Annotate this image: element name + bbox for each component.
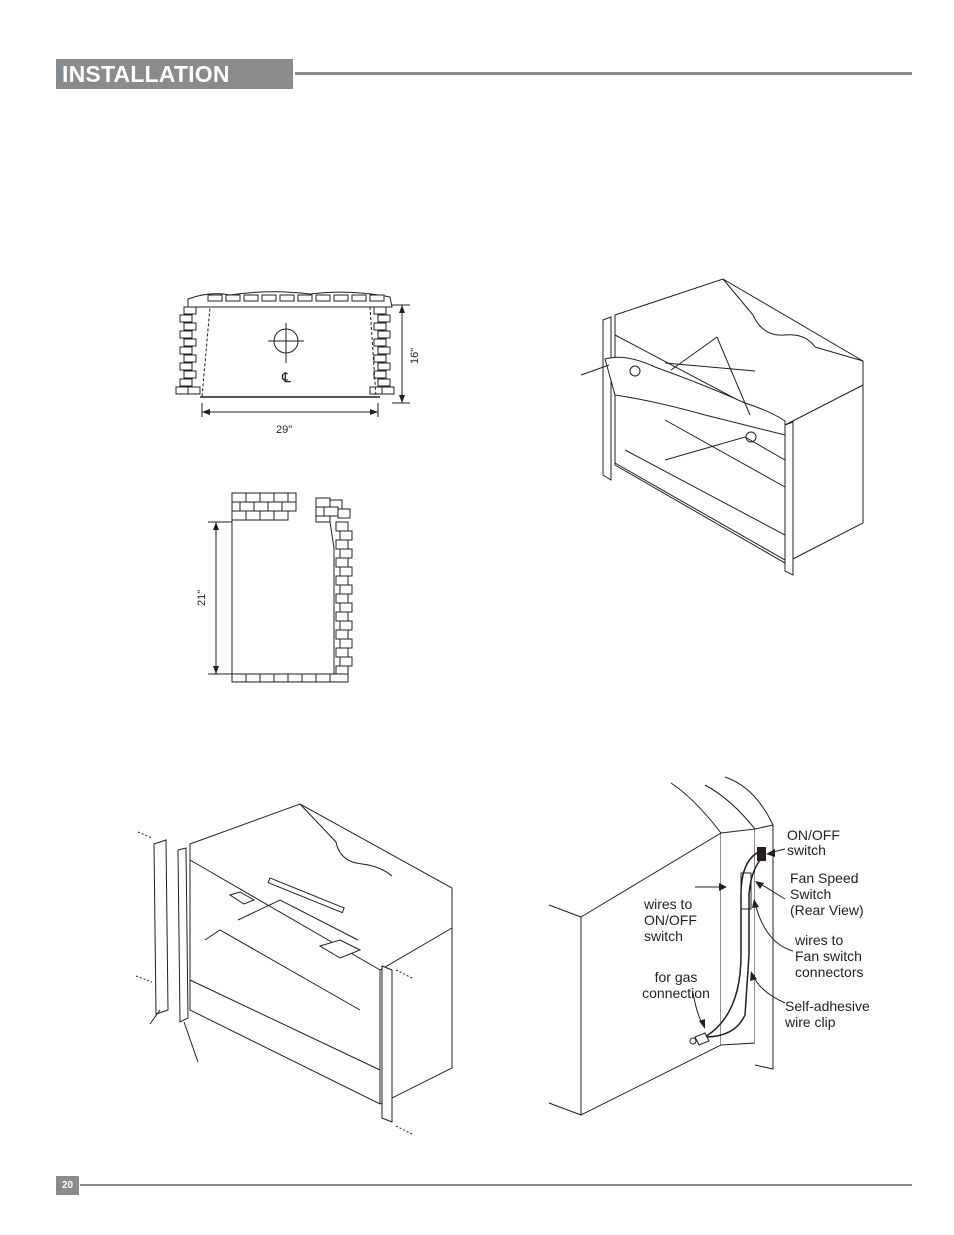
brick-wall-top <box>187 291 393 308</box>
left-inner-trim <box>177 847 189 1023</box>
depth-dimension <box>208 521 232 675</box>
brick-right-wall <box>335 521 353 676</box>
height-dimension <box>392 304 410 404</box>
opening-side-diagram: 21" <box>196 492 353 683</box>
centerline-symbol: ℄ <box>281 369 291 385</box>
opening-front-diagram: ℄ 29" 16" <box>175 291 421 436</box>
firebox-bracket-diagram <box>135 803 453 1135</box>
brick-bottom <box>231 673 349 683</box>
width-label: 29" <box>276 424 292 436</box>
label-gas-connection: for gas connection <box>642 969 710 1001</box>
label-wires-to-fan: wires to Fan switch connectors <box>795 932 864 980</box>
brick-top-left <box>231 492 297 521</box>
section-title: INSTALLATION <box>56 59 293 89</box>
header-rule <box>295 72 912 75</box>
brick-top-right <box>315 497 351 523</box>
label-onoff-switch: ON/OFF switch <box>787 827 840 858</box>
brick-wall-right <box>369 306 395 395</box>
left-bracket <box>153 839 169 1015</box>
firebox-front-diagram <box>580 278 864 576</box>
wiring-diagram <box>548 776 794 1116</box>
flue-centerline-target <box>268 323 304 363</box>
brick-wall-left <box>175 306 201 395</box>
page-number: 20 <box>56 1176 79 1195</box>
depth-label: 21" <box>196 590 208 606</box>
onoff-switch-block <box>757 847 766 861</box>
curved-front-panel <box>604 356 786 436</box>
label-wires-to-onoff: wires to ON/OFF switch <box>644 896 697 944</box>
width-dimension <box>201 403 379 417</box>
height-label: 16" <box>409 348 421 364</box>
right-bracket <box>381 965 393 1123</box>
label-wire-clip: Self-adhesive wire clip <box>785 998 870 1030</box>
footer-rule <box>80 1184 912 1186</box>
label-fan-speed-switch: Fan Speed Switch (Rear View) <box>790 870 864 918</box>
